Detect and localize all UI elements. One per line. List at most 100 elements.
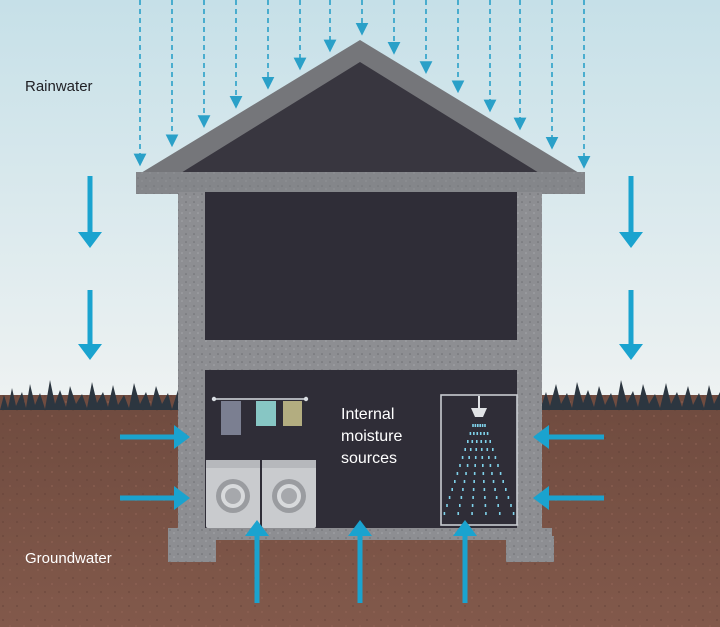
water-drop — [492, 480, 495, 483]
water-drop — [495, 496, 498, 499]
water-drop — [460, 496, 463, 499]
water-drop — [507, 496, 510, 499]
water-drop — [465, 472, 467, 475]
water-drop — [471, 440, 474, 443]
water-drop — [446, 504, 448, 507]
water-drop — [472, 424, 474, 427]
water-drop — [512, 512, 515, 515]
water-arrow — [533, 486, 604, 510]
water-drop — [476, 432, 479, 435]
water-drop — [457, 512, 460, 515]
water-drop — [473, 472, 476, 475]
water-drop — [483, 432, 485, 435]
water-arrow — [120, 425, 190, 449]
water-drop — [472, 496, 474, 499]
water-drop — [466, 464, 469, 467]
water-drop — [474, 464, 476, 467]
water-drop — [475, 440, 478, 443]
water-drop — [482, 464, 484, 467]
water-drop — [510, 504, 512, 507]
water-drop — [462, 488, 464, 491]
water-drop — [494, 488, 496, 491]
water-drop — [497, 464, 499, 467]
footing-left — [168, 536, 216, 562]
water-arrows — [78, 176, 643, 603]
washing-machine-icon — [206, 460, 260, 528]
water-arrow — [619, 176, 643, 248]
roof — [136, 40, 585, 194]
water-drop — [479, 424, 481, 427]
water-drop — [474, 424, 477, 427]
water-drop — [477, 424, 479, 427]
water-arrow — [453, 520, 477, 603]
grass — [0, 380, 720, 410]
water-drop — [494, 456, 497, 459]
water-arrow — [533, 425, 604, 449]
water-drop — [459, 504, 461, 507]
water-drop — [482, 472, 485, 475]
laundry-line-icon — [211, 396, 309, 435]
water-drop — [486, 432, 489, 435]
rainwater-label: Rainwater — [25, 78, 93, 95]
water-drop — [484, 504, 487, 507]
water-drop — [464, 448, 466, 451]
water-arrow — [78, 290, 102, 360]
water-drop — [479, 432, 482, 435]
water-drop — [469, 448, 472, 451]
water-drop — [486, 448, 489, 451]
water-drop — [475, 448, 478, 451]
water-drop — [492, 448, 494, 451]
water-drop — [451, 488, 453, 491]
water-drop — [474, 456, 477, 459]
groundwater-label: Groundwater — [25, 550, 112, 567]
water-drop — [472, 488, 475, 491]
water-drop — [473, 432, 475, 435]
water-drop — [491, 472, 493, 475]
water-drop — [505, 488, 507, 491]
water-arrow — [348, 520, 372, 603]
water-drop — [471, 512, 473, 515]
water-drop — [481, 424, 484, 427]
water-arrow — [619, 290, 643, 360]
water-drop — [497, 504, 499, 507]
water-drop — [483, 488, 486, 491]
water-arrow — [245, 520, 269, 603]
water-drop — [469, 432, 472, 435]
water-drop — [484, 496, 486, 499]
water-drop — [498, 512, 501, 515]
water-drop — [484, 440, 487, 443]
water-drop — [488, 456, 490, 459]
water-drop — [473, 480, 475, 483]
water-drop — [483, 480, 485, 483]
water-drop — [485, 512, 487, 515]
internal-moisture-label: Internal moisture sources — [341, 406, 403, 467]
shower-icon — [440, 394, 518, 526]
floor-slab — [178, 340, 542, 370]
water-drop — [484, 424, 486, 427]
water-drop — [480, 440, 483, 443]
water-drop — [471, 504, 474, 507]
water-drop — [489, 464, 492, 467]
water-drop — [459, 464, 461, 467]
water-drop — [463, 480, 466, 483]
water-drop — [467, 440, 469, 443]
rain-arrows — [133, 0, 591, 169]
water-drop — [499, 472, 502, 475]
water-drop — [454, 480, 456, 483]
water-drop — [461, 456, 464, 459]
water-drop — [481, 456, 484, 459]
water-drop — [480, 448, 483, 451]
water-drop — [489, 440, 491, 443]
water-arrow — [120, 486, 190, 510]
footing-right — [506, 536, 554, 562]
water-drop — [456, 472, 459, 475]
water-drop — [448, 496, 451, 499]
water-arrow — [78, 176, 102, 248]
water-drop — [502, 480, 504, 483]
dryer-icon — [262, 460, 316, 528]
water-drop — [468, 456, 470, 459]
water-drop — [443, 512, 446, 515]
upper-room — [205, 192, 517, 340]
